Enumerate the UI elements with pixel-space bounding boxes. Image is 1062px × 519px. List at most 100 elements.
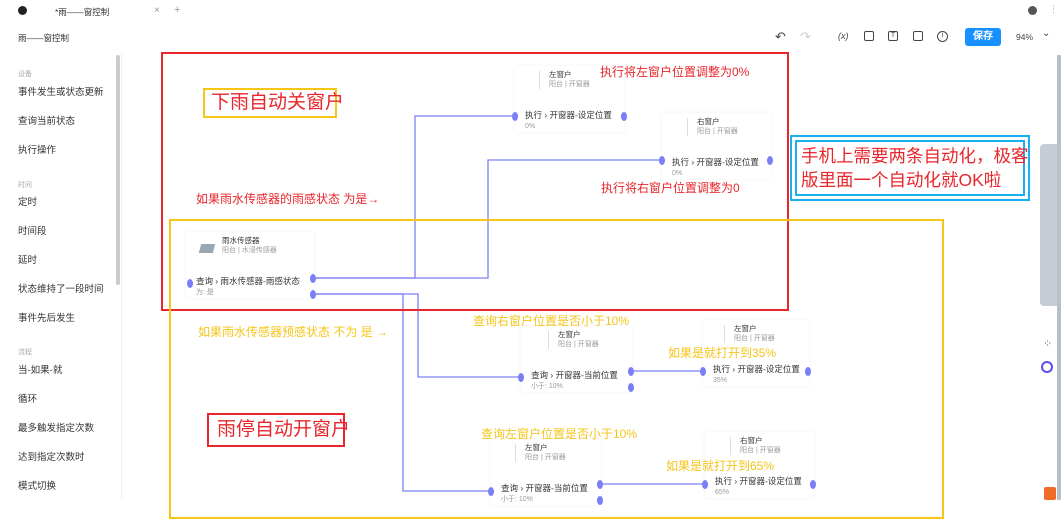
- variables-icon[interactable]: (x): [838, 31, 849, 41]
- note-box: 手机上需要两条自动化，极客 版里面一个自动化就OK啦: [790, 135, 1030, 201]
- connector-port[interactable]: [310, 290, 316, 299]
- assistant-bot-icon[interactable]: [1041, 361, 1053, 373]
- annotation-query-left: 查询左窗户位置是否小于10%: [481, 427, 638, 441]
- sidebar-item[interactable]: 延时: [18, 255, 38, 266]
- sidebar-item[interactable]: 执行操作: [18, 145, 57, 156]
- connector-port[interactable]: [659, 156, 665, 165]
- sidebar-item[interactable]: 定时: [18, 197, 38, 208]
- connector-port[interactable]: [628, 383, 634, 392]
- automation-node[interactable]: 左窗户阳台 | 开窗器查询 › 开窗器-当前位置小于: 10%: [521, 326, 632, 392]
- connector-port[interactable]: [310, 274, 316, 283]
- node-action: 查询 › 开窗器-当前位置: [531, 370, 618, 380]
- node-action: 查询 › 开窗器-当前位置: [501, 483, 588, 493]
- connector-port[interactable]: [488, 487, 494, 496]
- chevron-down-icon[interactable]: ⌄: [1042, 28, 1051, 39]
- annotation-if-not-rain: 如果雨水传感器预感状态 不为 是 →: [198, 325, 389, 339]
- connector-port[interactable]: [810, 480, 816, 489]
- device-divider: [515, 444, 516, 462]
- annotation-left-zero: 执行将左窗户位置调整为0%: [600, 65, 750, 79]
- tab-close-icon[interactable]: ×: [154, 5, 160, 16]
- zoom-level[interactable]: 94%: [1016, 32, 1034, 42]
- node-action: 执行 › 开窗器-设定位置: [525, 110, 612, 120]
- apps-grid-icon[interactable]: ⁘: [1043, 338, 1053, 350]
- page-title: 雨——窗控制: [18, 33, 70, 43]
- annotation-open35: 如果是就打开到35%: [668, 346, 777, 360]
- sidebar-item[interactable]: 事件先后发生: [18, 313, 76, 324]
- node-action: 执行 › 开窗器-设定位置: [715, 476, 802, 486]
- node-value: 小于: 10%: [531, 383, 563, 390]
- connector-port[interactable]: [767, 156, 773, 165]
- canvas-scrollbar[interactable]: [1057, 55, 1061, 500]
- sidebar-item[interactable]: 查询当前状态: [18, 116, 76, 127]
- node-value: 35%: [713, 377, 728, 384]
- more-menu-icon[interactable]: ⋮: [1049, 4, 1058, 14]
- undo-icon[interactable]: ↶: [775, 29, 786, 44]
- sidebar-item[interactable]: 最多触发指定次数: [18, 423, 95, 434]
- device-divider: [548, 331, 549, 349]
- close-group-frame: [161, 52, 789, 311]
- automation-node[interactable]: 雨水传感器阳台 | 水浸传感器查询 › 雨水传感器-雨感状态为: 是: [186, 232, 314, 298]
- floating-toolbox[interactable]: [1040, 144, 1060, 306]
- tab-bar: *雨——窗控制 × + ⋮: [0, 0, 1062, 22]
- automation-node[interactable]: 左窗户阳台 | 开窗器查询 › 开窗器-当前位置小于: 10%: [491, 439, 601, 505]
- close-title-label: 下雨自动关窗户: [203, 88, 344, 118]
- connector-port[interactable]: [700, 367, 706, 376]
- app-logo-icon: [18, 6, 27, 15]
- sidebar-item[interactable]: 事件发生或状态更新: [18, 87, 104, 98]
- note-line: 版里面一个自动化就OK啦: [801, 170, 1002, 190]
- device-divider: [687, 118, 688, 136]
- connector-port[interactable]: [702, 480, 708, 489]
- node-value: 0%: [525, 123, 536, 130]
- connector-port[interactable]: [805, 367, 811, 376]
- new-tab-icon[interactable]: +: [174, 4, 181, 16]
- export-icon[interactable]: [864, 31, 874, 41]
- device-divider: [724, 325, 725, 343]
- node-subtitle: 阳台 | 开窗器: [697, 128, 738, 135]
- sidebar-scrollbar[interactable]: [116, 55, 120, 285]
- node-subtitle: 阳台 | 开窗器: [549, 81, 590, 88]
- sidebar: 设备事件发生或状态更新查询当前状态执行操作时间定时时间段延时状态维持了一段时间事…: [0, 52, 122, 500]
- device-divider: [539, 71, 540, 89]
- sidebar-item[interactable]: 时间段: [18, 226, 47, 237]
- open-title-label: 雨停自动开窗户: [207, 413, 350, 447]
- node-title: 左窗户: [734, 324, 757, 333]
- sidebar-item[interactable]: 循环: [18, 394, 38, 405]
- connector-port[interactable]: [597, 480, 603, 489]
- node-value: 0%: [672, 170, 683, 177]
- sidebar-item[interactable]: 达到指定次数时: [18, 452, 85, 463]
- node-title: 左窗户: [549, 70, 572, 79]
- info-icon[interactable]: i: [937, 31, 948, 42]
- node-value: 为: 是: [196, 289, 214, 296]
- node-title: 左窗户: [525, 443, 548, 452]
- document-icon[interactable]: [913, 31, 923, 41]
- node-title: 右窗户: [740, 436, 763, 445]
- save-button[interactable]: 保存: [965, 28, 1001, 46]
- note-line: 手机上需要两条自动化，极客: [801, 146, 1029, 166]
- connector-port[interactable]: [518, 373, 524, 382]
- sidebar-item[interactable]: 状态维持了一段时间: [18, 284, 104, 295]
- tab-title[interactable]: *雨——窗控制: [55, 7, 110, 17]
- node-action: 查询 › 雨水传感器-雨感状态: [196, 276, 300, 286]
- connector-port[interactable]: [628, 367, 634, 376]
- node-subtitle: 阳台 | 开窗器: [525, 454, 566, 461]
- ime-icon: [1044, 487, 1056, 500]
- sidebar-section-label: 时间: [18, 182, 32, 189]
- node-subtitle: 阳台 | 开窗器: [734, 335, 775, 342]
- annotation-query-right: 查询右窗户位置是否小于10%: [473, 314, 630, 328]
- help-icon[interactable]: [1028, 6, 1037, 15]
- connector-port[interactable]: [512, 112, 518, 121]
- redo-icon[interactable]: ↷: [800, 29, 811, 44]
- annotation-right-zero: 执行将右窗户位置调整为0: [601, 181, 740, 195]
- sidebar-item[interactable]: 模式切换: [18, 481, 57, 492]
- sidebar-section-label: 设备: [18, 71, 32, 78]
- text-icon[interactable]: T: [888, 31, 898, 41]
- sidebar-item[interactable]: 当-如果-就: [18, 365, 63, 376]
- connector-port[interactable]: [187, 279, 193, 288]
- annotation-open65: 如果是就打开到65%: [666, 459, 775, 473]
- device-divider: [730, 437, 731, 455]
- connector-port[interactable]: [621, 112, 627, 121]
- automation-node[interactable]: 左窗户阳台 | 开窗器执行 › 开窗器-设定位置 0%: [515, 66, 624, 132]
